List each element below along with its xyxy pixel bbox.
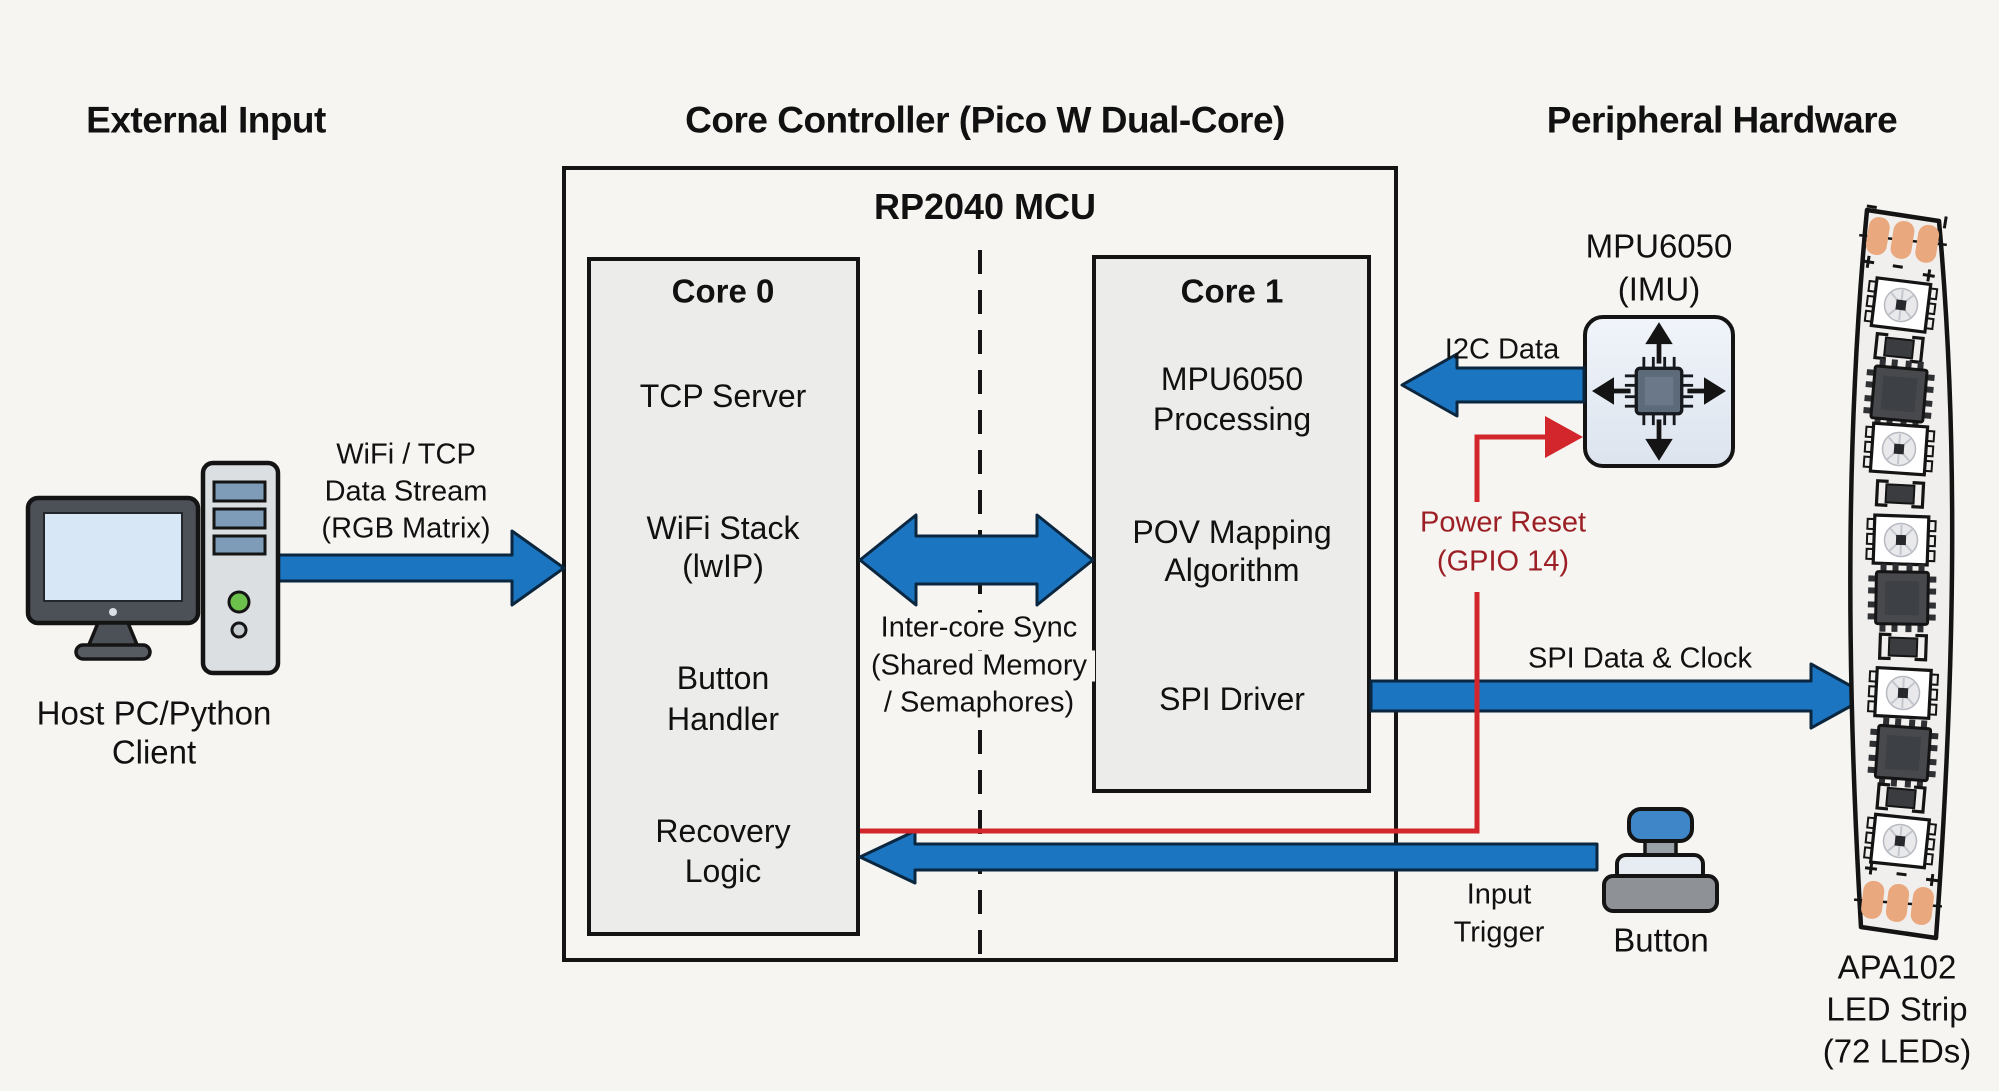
led-strip-icon — [1848, 204, 1955, 941]
wifi-label-line3: (RGB Matrix) — [321, 512, 491, 545]
input-trigger-label-line1: Input — [1466, 878, 1532, 911]
core0-item-wifi-stack-line2: (lwIP) — [682, 548, 764, 584]
button-icon — [1602, 807, 1719, 913]
core1-item-mpu-processing-line2: Processing — [1152, 401, 1312, 437]
intercore-label-line3: / Semaphores) — [875, 687, 1083, 719]
core0-box — [587, 257, 860, 936]
intercore-label-line1: Inter-core Sync — [872, 612, 1086, 644]
wifi-label-line2: Data Stream — [324, 475, 488, 508]
mcu-title: RP2040 MCU — [873, 186, 1097, 227]
intercore-sync-arrow — [858, 513, 1095, 607]
host-pc-icon — [25, 460, 281, 676]
wifi-tcp-arrow — [275, 529, 566, 607]
input-trigger-arrow — [858, 829, 1599, 885]
wifi-label-line1: WiFi / TCP — [336, 438, 476, 471]
core1-item-pov-mapping-line2: Algorithm — [1164, 552, 1300, 588]
host-pc-label-line1: Host PC/Python — [36, 694, 272, 732]
core0-item-recovery-logic-line1: Recovery — [655, 813, 791, 849]
core1-item-pov-mapping-line1: POV Mapping — [1132, 514, 1332, 550]
strip-solder-pads-bottom — [1850, 862, 1946, 929]
core1-box — [1092, 255, 1371, 793]
core0-title: Core 0 — [671, 272, 775, 310]
rp2040-mcu-box — [562, 166, 1398, 962]
heading-peripheral-hardware: Peripheral Hardware — [1546, 99, 1898, 141]
core0-item-tcp-server: TCP Server — [639, 378, 807, 414]
mpu6050-box — [1583, 315, 1735, 468]
core1-title: Core 1 — [1180, 272, 1284, 310]
power-reset-label-line1: Power Reset — [1419, 506, 1587, 539]
core1-item-spi-driver: SPI Driver — [1159, 681, 1305, 717]
intercore-label-line2: (Shared Memory — [863, 650, 1095, 682]
led-strip-label-line2: LED Strip — [1826, 990, 1968, 1028]
button-label: Button — [1613, 921, 1709, 959]
core0-item-button-handler-line1: Button — [676, 660, 770, 696]
core0-item-button-handler-line2: Handler — [666, 701, 780, 737]
power-reset-line — [860, 416, 1583, 834]
led-strip-label-line1: APA102 — [1837, 948, 1957, 986]
input-trigger-label-line2: Trigger — [1453, 916, 1545, 949]
power-reset-arrowhead — [1545, 416, 1583, 458]
led-strip-label-line3: (72 LEDs) — [1822, 1032, 1972, 1070]
power-reset-label-line2: (GPIO 14) — [1436, 545, 1570, 578]
strip-solder-pads-top — [1855, 204, 1951, 282]
heading-external-input: External Input — [86, 99, 326, 141]
core1-item-mpu-processing-line1: MPU6050 — [1160, 361, 1304, 397]
power-led-icon — [227, 590, 251, 614]
i2c-data-label: I2C Data — [1444, 333, 1560, 366]
core0-item-recovery-logic-line2: Logic — [684, 853, 762, 889]
host-pc-label-line2: Client — [111, 733, 197, 771]
imu-chip-icon — [1592, 322, 1726, 461]
spi-data-clock-label: SPI Data & Clock — [1527, 642, 1753, 675]
i2c-data-arrow — [1400, 352, 1586, 418]
core0-item-wifi-stack-line1: WiFi Stack — [646, 510, 800, 546]
heading-core-controller: Core Controller (Pico W Dual-Core) — [685, 99, 1285, 141]
spi-data-arrow — [1369, 662, 1871, 730]
mpu6050-label-line1: MPU6050 — [1585, 227, 1733, 265]
mpu6050-label-line2: (IMU) — [1617, 270, 1701, 308]
